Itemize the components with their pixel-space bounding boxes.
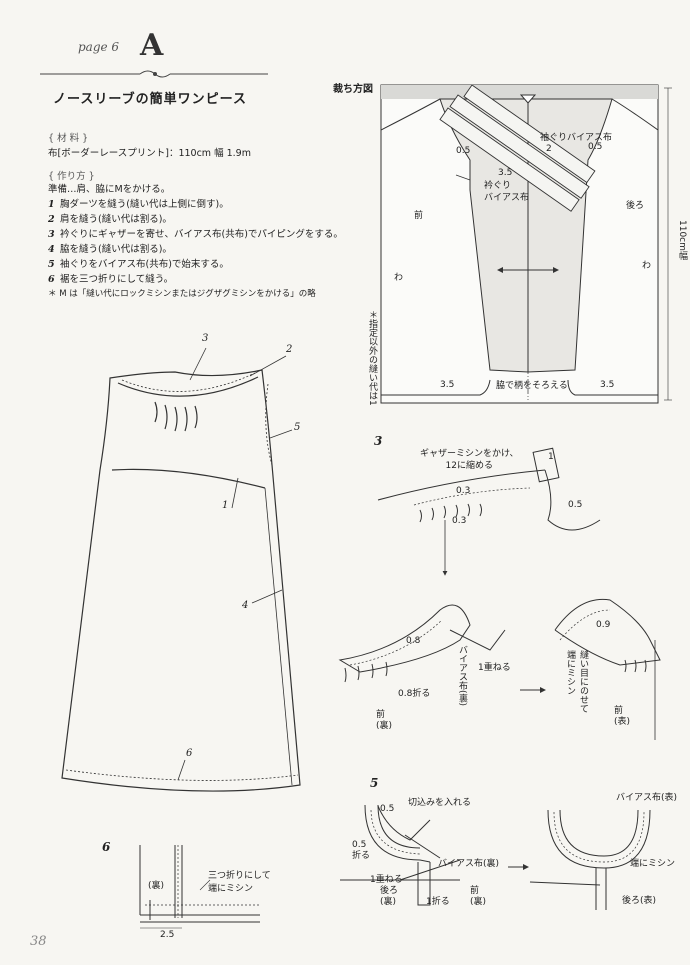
d3-v03b: 0.3 <box>452 516 467 526</box>
materials-heading: { 材 料 } <box>48 133 89 144</box>
diagram6-value: 2.5 <box>160 930 175 940</box>
callout-4: 4 <box>242 600 249 611</box>
cut-back: 後ろ <box>626 201 645 211</box>
pattern-letter: A <box>140 28 164 63</box>
method-heading: { 作り方 } <box>48 171 95 182</box>
callout-5: 5 <box>294 422 301 433</box>
cut-align-note: 脇で柄をそろえる <box>496 381 568 391</box>
cut-fold-right: わ <box>642 261 652 271</box>
callout-1: 1 <box>222 500 229 511</box>
method-prep: 準備…肩、脇にMをかける。 <box>48 184 171 195</box>
d5-clip: 切込みを入れる <box>408 798 472 808</box>
diagram6-note: 三つ折りにして 端にミシン <box>208 871 271 894</box>
d3-v09: 0.9 <box>596 620 611 630</box>
d3-stitch-note: 縫い目にのせて 端にミシン <box>565 650 588 713</box>
callout-3: 3 <box>202 333 209 344</box>
cut-width-label: 110cm幅 <box>677 220 687 260</box>
callout-2: 2 <box>286 344 293 355</box>
d5-bias-front: バイアス布(表) <box>616 793 678 803</box>
cut-hem-left: 3.5 <box>440 380 455 390</box>
d3-overlap: 1重ねる <box>478 663 511 673</box>
cut-seam-right: 0.5 <box>588 142 603 152</box>
d3-v1: 1 <box>548 452 554 462</box>
cut-neck-bias: 衿ぐり バイアス布 <box>484 181 530 203</box>
callout-6: 6 <box>186 748 193 759</box>
cut-value-35: 3.5 <box>498 168 513 178</box>
d3-v08: 0.8 <box>406 636 421 646</box>
d3-fold08: 0.8折る <box>398 689 431 699</box>
d5-v05a: 0.5 <box>380 804 395 814</box>
cutting-heading: 裁ち方図 <box>333 84 373 95</box>
d5-fold1: 1折る <box>426 897 450 907</box>
cut-fold-left: わ <box>394 273 404 283</box>
cut-hem-right: 3.5 <box>600 380 615 390</box>
d5-front-ura: 前 (裏) <box>470 886 487 907</box>
method-note: ＊ M は「縫い代にロックミシンまたはジグザグミシンをかける」の略 <box>48 289 316 299</box>
d5-overlap: 1重ねる <box>370 875 403 885</box>
d3-front-omote: 前 (表) <box>614 706 631 727</box>
page-number: 38 <box>30 934 47 949</box>
d5-back-front: 後ろ(表) <box>622 896 657 906</box>
page-title: ノースリーブの簡単ワンピース <box>53 92 247 107</box>
d3-gather-note: ギャザーミシンをかけ、 12に縮める <box>420 449 519 471</box>
d3-v05: 0.5 <box>568 500 583 510</box>
diagram6-number: 6 <box>102 840 111 854</box>
d5-edge-stitch: 端にミシン <box>630 859 676 869</box>
cut-sleeve-bias-count: 2 <box>546 144 552 154</box>
diagram3-number: 3 <box>374 434 383 448</box>
d3-bias-back: バイアス布(裏) <box>457 645 467 707</box>
cut-seam-note: ＊指定以外の縫い代は1 <box>367 310 377 406</box>
d5-back-ura: 後ろ (裏) <box>380 886 399 907</box>
d3-v03a: 0.3 <box>456 486 471 496</box>
materials-line: 布[ボーダーレースプリント]：110cm 幅 1.9m <box>48 148 251 159</box>
diagram5-number: 5 <box>370 776 379 790</box>
cut-sleeve-bias: 袖ぐりバイアス布 <box>540 133 613 143</box>
diagram6-ura: (裏) <box>148 881 165 891</box>
cut-seam-left: 0.5 <box>456 146 471 156</box>
d5-v05fold: 0.5 折る <box>352 840 371 861</box>
page-label: page 6 <box>78 40 120 54</box>
cut-front: 前 <box>414 211 424 221</box>
d5-bias-back: バイアス布(裏) <box>438 859 500 869</box>
d3-front-back: 前 (裏) <box>376 710 393 731</box>
